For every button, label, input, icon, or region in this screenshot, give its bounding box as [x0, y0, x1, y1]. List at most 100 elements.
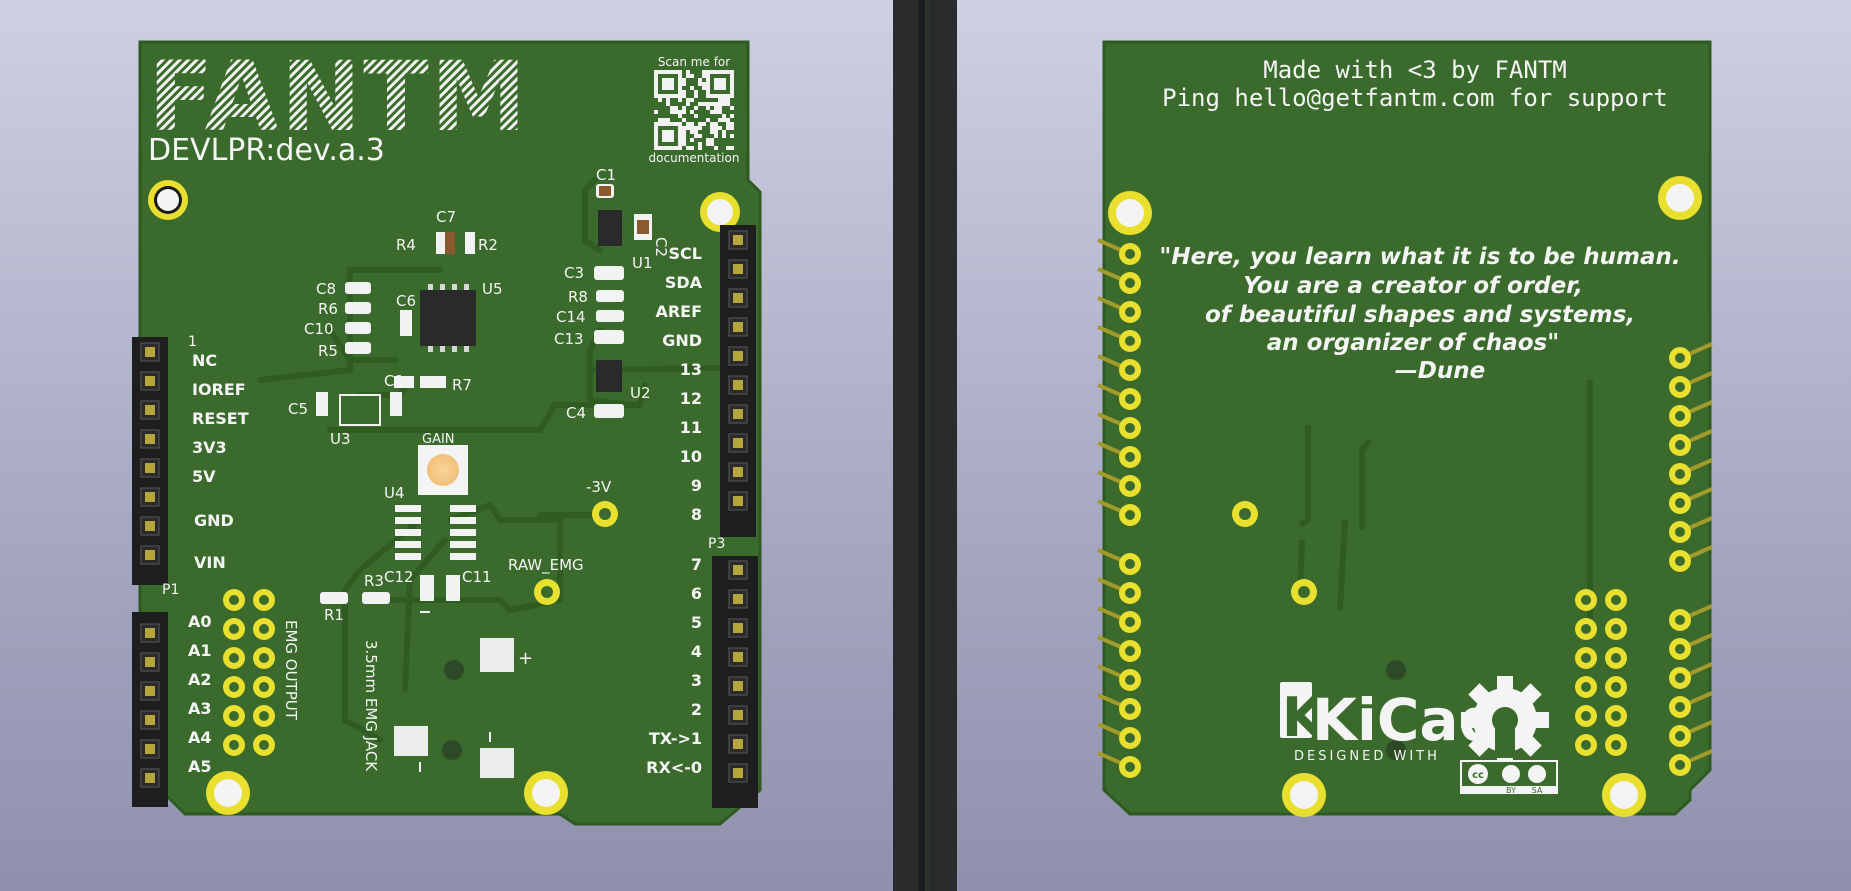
audio-jack	[394, 611, 514, 813]
ref-neg3v: -3V	[586, 478, 612, 496]
ref-u2: U2	[630, 384, 651, 402]
header-pin-pad	[145, 492, 155, 502]
header-pin-pad	[145, 434, 155, 444]
pin-label: 4	[691, 642, 702, 661]
quote-line-2: You are a creator of order,	[1243, 273, 1583, 299]
emg-output-header	[223, 589, 275, 756]
header-pin-pad	[145, 657, 155, 667]
mount-holes-back	[1108, 176, 1702, 817]
qr-code	[654, 70, 734, 150]
ref-raw-emg: RAW_EMG	[508, 556, 584, 575]
ref-r1: R1	[324, 606, 344, 624]
header-pin-pad	[145, 715, 155, 725]
back-left-pins	[1097, 238, 1141, 778]
ref-c8: C8	[316, 280, 336, 298]
dune-quote: "Here, you learn what it is to be human.…	[1159, 244, 1680, 384]
pin-label: 7	[691, 555, 702, 574]
ref-r4: R4	[396, 236, 416, 254]
jack-label: 3.5mm EMG JACK	[362, 640, 380, 772]
header-pin-pad	[733, 710, 743, 720]
ref-c14: C14	[556, 308, 586, 326]
ref-c13: C13	[554, 330, 584, 348]
ref-u4: U4	[384, 484, 405, 502]
pin-label: IOREF	[192, 380, 246, 399]
front-board: FANTM DEVLPR:dev.a.3 Scan me for documen…	[132, 40, 762, 826]
header-pin-pad	[145, 628, 155, 638]
ref-c2: C2	[652, 237, 670, 257]
quote-line-4: an organizer of chaos"	[1267, 330, 1559, 356]
header-pin-pad	[733, 768, 743, 778]
board-name: DEVLPR:dev.a.3	[148, 133, 385, 168]
right-digital-low-pins	[728, 560, 748, 783]
ref-c1: C1	[596, 166, 616, 184]
ref-plus: +	[518, 648, 533, 669]
pin-label: GND	[662, 331, 702, 350]
qr-caption-bottom: documentation	[649, 151, 740, 165]
smd-components	[316, 184, 652, 604]
header-pin-pad	[145, 463, 155, 473]
ref-r2: R2	[478, 236, 498, 254]
left-power-pins	[140, 342, 160, 565]
oshw-gear-icon	[1461, 676, 1549, 764]
pin-label: 5V	[192, 467, 216, 486]
test-points	[534, 501, 618, 605]
header-pin-pad	[733, 496, 743, 506]
ref-c4: C4	[566, 404, 586, 422]
pin-label: 2	[691, 700, 702, 719]
ref-c5: C5	[288, 400, 308, 418]
pin-label: 6	[691, 584, 702, 603]
pin-label: RESET	[192, 409, 249, 428]
header-pin-pad	[145, 744, 155, 754]
pin-label: 9	[691, 476, 702, 495]
pin-label: 13	[680, 360, 702, 379]
pin-label: 3V3	[192, 438, 227, 457]
header-pin-pad	[733, 681, 743, 691]
header-pin-pad	[733, 409, 743, 419]
header-p1-label: P1	[162, 582, 179, 598]
header-pin-pad	[145, 550, 155, 560]
pin-label: AREF	[655, 302, 702, 321]
pin-label: TX->1	[649, 729, 702, 748]
ref-u5: U5	[482, 280, 503, 298]
header-pin-pad	[733, 322, 743, 332]
ref-gain: GAIN	[422, 432, 455, 447]
header-pin-pad	[733, 623, 743, 633]
pin-label: 10	[680, 447, 702, 466]
board-outline-back	[1102, 40, 1712, 816]
header-pin-pad	[733, 293, 743, 303]
ref-r5: R5	[318, 342, 338, 360]
pin-label: A2	[188, 670, 212, 689]
pin1-marker: 1	[188, 334, 197, 350]
header-pin-pad	[733, 594, 743, 604]
ref-c11: C11	[462, 568, 492, 586]
header-pin-pad	[733, 351, 743, 361]
ref-c10: C10	[304, 320, 334, 338]
emg-output-label: EMG OUTPUT	[282, 620, 300, 721]
ref-r7: R7	[452, 376, 472, 394]
ref-c7: C7	[436, 208, 456, 226]
ref-c12: C12	[384, 568, 414, 586]
pin-label: NC	[192, 351, 217, 370]
cc-license-badge: cc BY SA	[1460, 760, 1558, 795]
mount-holes-front	[148, 180, 740, 815]
header-pin-pad	[733, 380, 743, 390]
pin-label: 11	[680, 418, 702, 437]
header-pin-pad	[145, 347, 155, 357]
cc-mark: cc	[1472, 770, 1484, 781]
header-pin-pad	[733, 438, 743, 448]
back-board: Made with <3 by FANTM Ping hello@getfant…	[1097, 40, 1713, 817]
back-right-pins	[1669, 342, 1713, 776]
pin-label: RX<-0	[646, 758, 702, 777]
header-pin-pad	[733, 467, 743, 477]
header-pin-pad	[733, 652, 743, 662]
cc-sa: SA	[1532, 786, 1543, 795]
quote-line-5: —Dune	[1395, 358, 1485, 384]
header-pin-pad	[145, 521, 155, 531]
ref-r3: R3	[364, 572, 384, 590]
divider-line-shadow	[925, 0, 929, 891]
pin-label: 12	[680, 389, 702, 408]
left-analog-pins	[140, 623, 160, 788]
